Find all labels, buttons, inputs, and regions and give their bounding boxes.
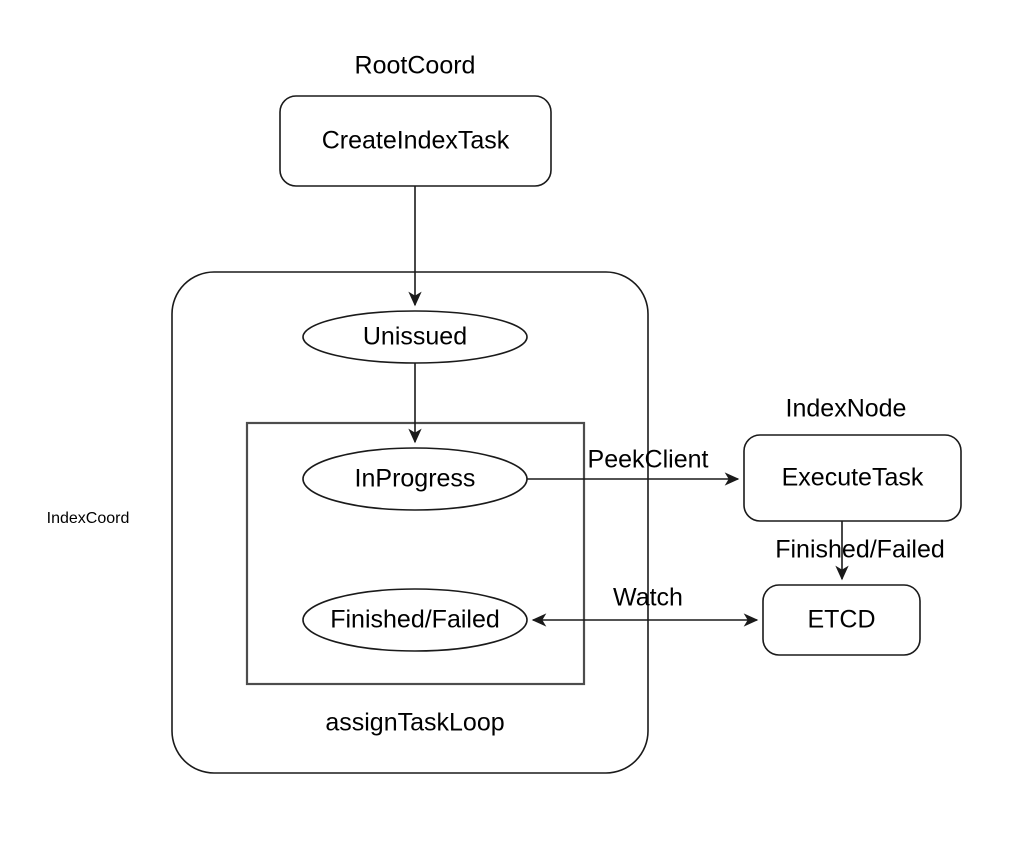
edge-label-finished-failed: Finished/Failed	[775, 536, 945, 564]
group-label-indexnode: IndexNode	[786, 395, 907, 423]
finished-failed-label: Finished/Failed	[330, 606, 500, 634]
create-index-task-label: CreateIndexTask	[322, 127, 510, 155]
edge-label-group: PeekClient Finished/Failed Watch	[588, 446, 945, 612]
edge-label-watch: Watch	[613, 584, 683, 612]
indexcoord-container	[171, 271, 649, 774]
execute-task-box[interactable]	[743, 434, 962, 522]
create-index-task-box[interactable]	[279, 95, 552, 187]
group-label-indexcoord: IndexCoord	[47, 510, 130, 527]
group-label-assign-task-loop: assignTaskLoop	[325, 709, 504, 737]
edge-group	[408, 186, 849, 627]
inprogress-ellipse[interactable]	[302, 447, 528, 511]
group-label-group: RootCoord IndexCoord assignTaskLoop Inde…	[47, 52, 907, 737]
etcd-label: ETCD	[807, 606, 875, 634]
node-execute-task[interactable]: ExecuteTask	[743, 434, 962, 522]
inprogress-label: InProgress	[355, 465, 476, 493]
node-unissued[interactable]: Unissued	[302, 310, 528, 364]
unissued-ellipse[interactable]	[302, 310, 528, 364]
execute-task-label: ExecuteTask	[782, 464, 924, 492]
node-group: CreateIndexTask Unissued InProgress Fini…	[279, 95, 962, 656]
etcd-box[interactable]	[762, 584, 921, 656]
unissued-label: Unissued	[363, 323, 467, 351]
finished-failed-ellipse[interactable]	[302, 588, 528, 652]
node-finished-failed[interactable]: Finished/Failed	[302, 588, 528, 652]
edge-label-peek-client: PeekClient	[588, 446, 709, 474]
group-label-rootcoord: RootCoord	[355, 52, 476, 80]
node-create-index-task[interactable]: CreateIndexTask	[279, 95, 552, 187]
node-inprogress[interactable]: InProgress	[302, 447, 528, 511]
node-etcd[interactable]: ETCD	[762, 584, 921, 656]
